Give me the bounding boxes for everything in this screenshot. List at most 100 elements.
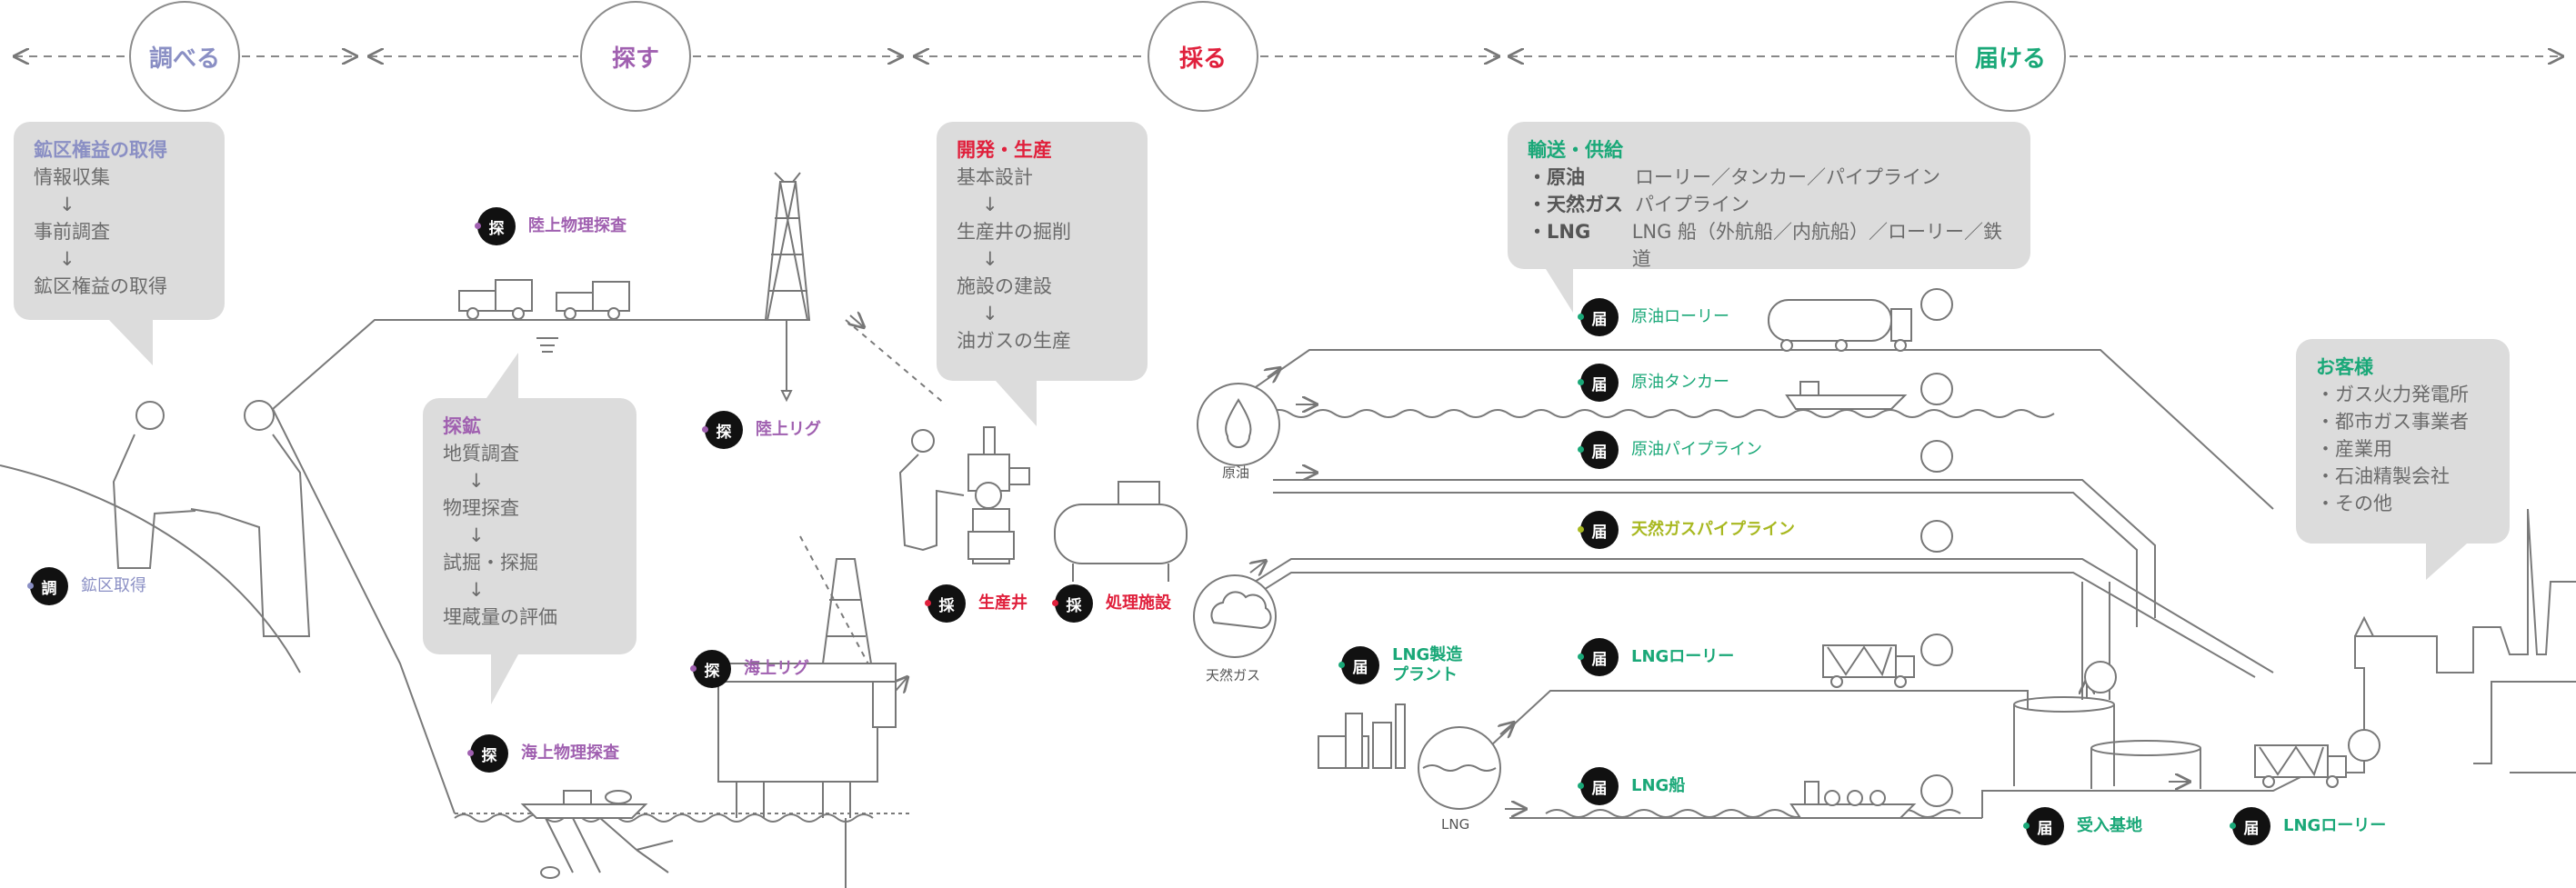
offshore-rig-icon — [708, 558, 897, 888]
arrow-icon: ↓ — [468, 524, 485, 546]
customers-item: ・その他 — [2316, 493, 2392, 514]
lng-lorry-icon-2 — [2254, 744, 2347, 788]
customers-item: ・産業用 — [2316, 438, 2392, 460]
badge-processing[interactable]: 採 処理施設 — [1052, 584, 1171, 623]
badge-crude-lorry[interactable]: 届 原油ローリー — [1578, 298, 1729, 336]
badge-label: 生産井 — [978, 594, 1027, 613]
lng-lorry-icon — [1822, 644, 1915, 688]
development-step: 基本設計 — [957, 166, 1033, 188]
badge-icon: 採 — [1052, 584, 1093, 623]
development-bubble-tail — [996, 381, 1037, 426]
badge-icon: 届 — [1578, 511, 1619, 549]
exploration-title: 探鉱 — [443, 415, 481, 437]
customers-item: ・石油精製会社 — [2316, 465, 2450, 487]
badge-label: 海上物理探査 — [521, 743, 619, 763]
stage-produce[interactable]: 採る — [1148, 1, 1258, 112]
survey-truck-icon — [458, 279, 630, 353]
arrow-icon: ↓ — [982, 194, 998, 215]
stage-investigate[interactable]: 調べる — [129, 1, 240, 112]
exploration-bubble: 探鉱 地質調査 ↓ 物理探査 ↓ 試掘・探掘 ↓ 埋蔵量の評価 — [423, 398, 636, 654]
development-step: 油ガスの生産 — [957, 330, 1071, 352]
badge-lng-ship[interactable]: 届 LNG船 — [1578, 767, 1686, 805]
landscape — [0, 319, 2576, 823]
stage-explore[interactable]: 探す — [580, 1, 691, 112]
badge-icon: 探 — [702, 411, 743, 449]
badge-land-survey[interactable]: 探 陸上物理探査 — [475, 207, 626, 245]
exploration-bubble-tail — [486, 353, 518, 398]
transport-item-value: パイプライン — [1635, 194, 1749, 215]
flow-arrows — [850, 315, 2190, 809]
badge-label: 原油ローリー — [1631, 307, 1729, 326]
badge-production-well[interactable]: 採 生産井 — [925, 584, 1027, 623]
arrow-icon: ↓ — [982, 248, 998, 270]
rights-bubble-tail — [109, 320, 153, 365]
transport-item: ・天然ガス パイプライン — [1528, 191, 2010, 218]
exploration-step: 地質調査 — [443, 443, 519, 464]
badge-label: 海上リグ — [744, 659, 809, 678]
arrow-icon: ↓ — [982, 303, 998, 324]
exploration-step: 物理探査 — [443, 497, 519, 519]
lng-caption: LNG — [1441, 816, 1469, 833]
rights-bubble: 鉱区権益の取得 情報収集 ↓ 事前調査 ↓ 鉱区権益の取得 — [14, 122, 225, 320]
transport-item-value: LNG 船（外航船／内航船）／ローリー／鉄道 — [1631, 221, 2003, 270]
lng-ship-icon — [1789, 781, 1917, 819]
badge-terminal[interactable]: 届 受入基地 — [2023, 807, 2142, 845]
development-bubble: 開発・生産 基本設計 ↓ 生産井の掘削 ↓ 施設の建設 ↓ 油ガスの生産 — [937, 122, 1148, 381]
lorry-icon — [1768, 299, 1912, 352]
badge-offshore-rig[interactable]: 探 海上リグ — [690, 650, 809, 688]
transport-bubble: 輸送・供給 ・原油 ローリー／タンカー／パイプライン ・天然ガス パイプライン … — [1508, 122, 2030, 270]
badge-lng-lorry-2[interactable]: 届 LNGローリー — [2230, 807, 2387, 845]
badge-label: 原油パイプライン — [1631, 440, 1762, 459]
badge-gas-pipeline[interactable]: 届 天然ガスパイプライン — [1578, 511, 1795, 549]
badge-icon: 採 — [925, 584, 966, 623]
stage-deliver[interactable]: 届ける — [1955, 1, 2066, 112]
badge-lng-lorry[interactable]: 届 LNGローリー — [1578, 638, 1735, 676]
transport-item-key: ・LNG — [1528, 221, 1591, 243]
rights-step: 事前調査 — [34, 221, 110, 243]
transport-item: ・LNG LNG 船（外航船／内航船）／ローリー／鉄道 — [1528, 218, 2010, 273]
rights-step: 情報収集 — [34, 166, 110, 188]
tank-icon — [1054, 481, 1188, 582]
badge-icon: 届 — [1578, 767, 1619, 805]
badge-icon: 届 — [1578, 431, 1619, 469]
droplet-icon — [1225, 398, 1252, 448]
development-title: 開発・生産 — [957, 139, 1052, 161]
gas-caption: 天然ガス — [1206, 667, 1260, 683]
badge-icon: 探 — [467, 734, 508, 773]
customers-item: ・都市ガス事業者 — [2316, 411, 2469, 433]
tanker-icon — [1785, 381, 1908, 410]
crude-caption: 原油 — [1222, 464, 1249, 481]
badge-icon: 届 — [1578, 638, 1619, 676]
arrow-icon: ↓ — [468, 579, 485, 601]
badge-icon: 探 — [475, 207, 516, 245]
badge-crude-tanker[interactable]: 届 原油タンカー — [1578, 364, 1729, 402]
badge-label: LNGローリー — [1631, 647, 1735, 666]
exploration-step: 埋蔵量の評価 — [443, 606, 557, 628]
transport-item-key: ・天然ガス — [1528, 194, 1623, 215]
exploration-step: 試掘・探掘 — [443, 552, 538, 574]
badge-mining-rights[interactable]: 調 鉱区取得 — [27, 567, 146, 605]
transport-item: ・原油 ローリー／タンカー／パイプライン — [1528, 164, 2010, 191]
arrow-icon: ↓ — [468, 470, 485, 492]
exploration-bubble-tail-bottom — [491, 654, 518, 704]
badge-label: 処理施設 — [1106, 594, 1171, 613]
drilling-rig-icon — [764, 172, 811, 403]
badge-offshore-survey[interactable]: 探 海上物理探査 — [467, 734, 619, 773]
transport-bubble-tail — [1546, 269, 1573, 313]
badge-crude-pipeline[interactable]: 届 原油パイプライン — [1578, 431, 1762, 469]
handshake-icon — [112, 400, 311, 637]
ship-icon — [520, 790, 674, 879]
badge-label: LNG船 — [1631, 776, 1686, 795]
badge-label: LNGローリー — [2283, 816, 2387, 835]
lng-wave — [1422, 764, 1497, 772]
badge-label: 原油タンカー — [1631, 373, 1729, 392]
customers-bubble-tail — [2426, 544, 2467, 580]
badge-icon: 届 — [2230, 807, 2270, 845]
badge-lng-plant[interactable]: 届 LNG製造 プラント — [1338, 645, 1462, 685]
factory-icon — [1318, 703, 1406, 769]
badge-label: 鉱区取得 — [81, 576, 146, 595]
cloud-icon — [1210, 591, 1272, 630]
badge-land-rig[interactable]: 探 陸上リグ — [702, 411, 821, 449]
badge-icon: 届 — [1578, 298, 1619, 336]
